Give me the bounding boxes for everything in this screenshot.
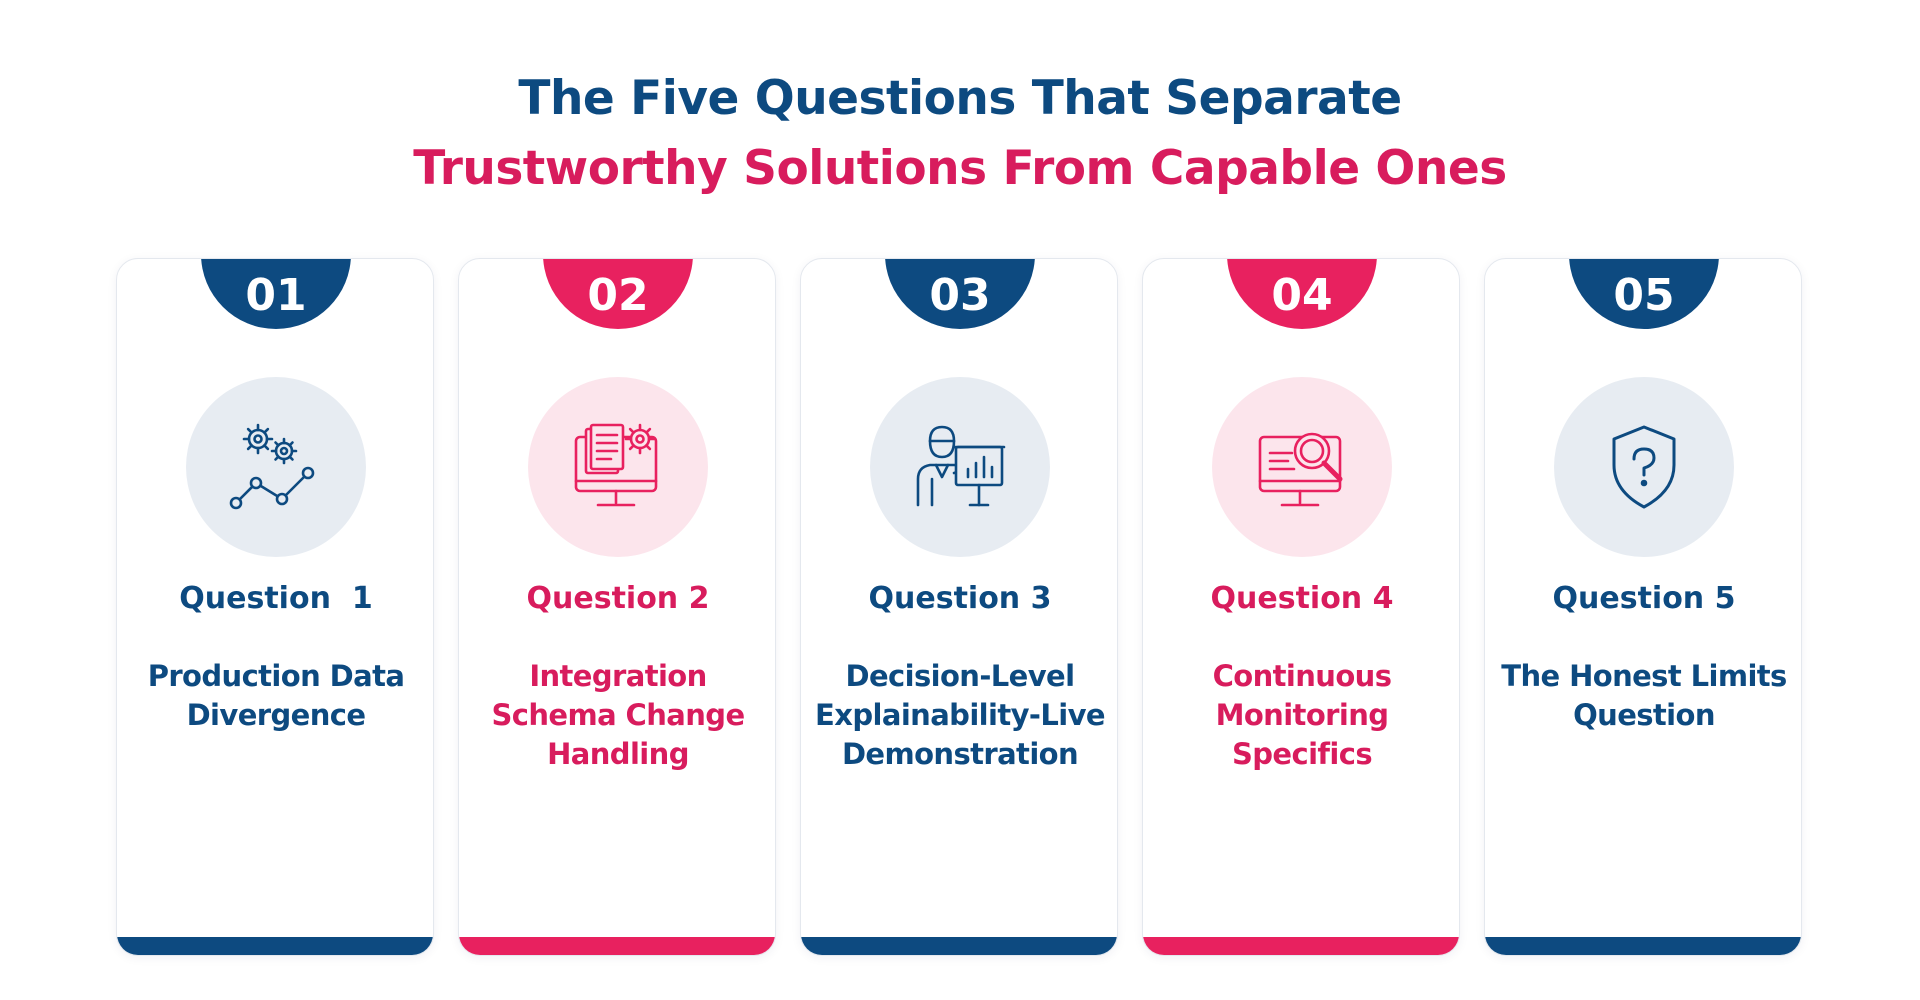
question-card-4: 04 Question 4 Continuous Monitoring Spec… bbox=[1142, 258, 1460, 956]
question-description: Production Data Divergence bbox=[147, 659, 405, 732]
accent-bar bbox=[117, 937, 433, 955]
question-label: Question 4 bbox=[1210, 581, 1394, 616]
question-number-badge: 02 bbox=[543, 259, 693, 329]
icon-circle bbox=[1212, 377, 1392, 557]
monitor-document-gear-icon bbox=[574, 423, 658, 507]
question-description: Integration Schema Change Handling bbox=[491, 659, 745, 771]
gears-chart-icon bbox=[229, 423, 315, 510]
icon-circle bbox=[186, 377, 366, 557]
question-card-1: 01 bbox=[116, 258, 434, 956]
accent-bar bbox=[801, 937, 1117, 955]
question-description: The Honest Limits Question bbox=[1501, 659, 1787, 732]
question-label: Question 3 bbox=[868, 581, 1052, 616]
question-card-3: 03 Question 3 Decision-Level Explainabil… bbox=[800, 258, 1118, 956]
title-line-1: The Five Questions That Separate bbox=[518, 71, 1402, 126]
page-title: The Five Questions That Separate Trustwo… bbox=[0, 64, 1920, 204]
monitor-magnifier-icon bbox=[1258, 432, 1343, 507]
question-label: Question 1 bbox=[179, 581, 373, 616]
title-line-2: Trustworthy Solutions From Capable Ones bbox=[413, 141, 1507, 196]
question-number-badge: 04 bbox=[1227, 259, 1377, 329]
question-number-badge: 05 bbox=[1569, 259, 1719, 329]
question-card-2: 02 bbox=[458, 258, 776, 956]
presenter-chart-icon bbox=[916, 425, 1006, 507]
question-description: Decision-Level Explainability-Live Demon… bbox=[815, 659, 1106, 771]
accent-bar bbox=[459, 937, 775, 955]
icon-circle bbox=[870, 377, 1050, 557]
question-number-badge: 01 bbox=[201, 259, 351, 329]
accent-bar bbox=[1485, 937, 1801, 955]
icon-circle bbox=[1554, 377, 1734, 557]
question-number-badge: 03 bbox=[885, 259, 1035, 329]
question-description: Continuous Monitoring Specifics bbox=[1212, 659, 1392, 771]
question-card-5: 05 Question 5 The Honest Limits Question bbox=[1484, 258, 1802, 956]
question-label: Question 5 bbox=[1552, 581, 1736, 616]
shield-question-icon bbox=[1612, 425, 1676, 509]
accent-bar bbox=[1143, 937, 1459, 955]
question-label: Question 2 bbox=[526, 581, 710, 616]
icon-circle bbox=[528, 377, 708, 557]
